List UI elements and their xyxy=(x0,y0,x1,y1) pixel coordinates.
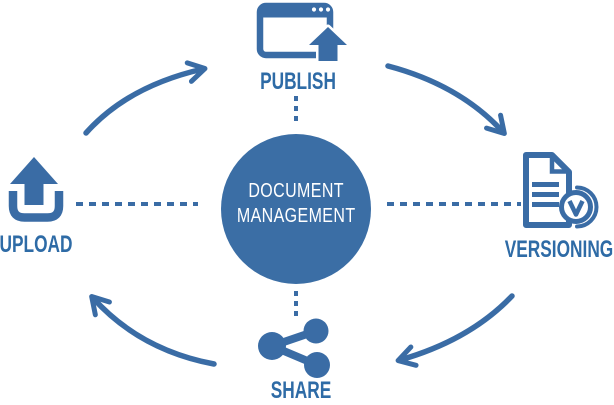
share-node xyxy=(258,332,286,360)
center-title-line2: MANAGEMENT xyxy=(236,205,356,227)
document-text-line xyxy=(532,182,559,187)
share-network-icon xyxy=(258,318,330,378)
document-text-line xyxy=(532,192,559,197)
node-label-publish: PUBLISH xyxy=(260,68,336,95)
dashed-connector-upload xyxy=(76,202,198,206)
arrow-share-to-upload xyxy=(89,294,217,367)
titlebar-dot xyxy=(325,7,331,12)
version-cycle-arc xyxy=(575,185,599,229)
titlebar-dot xyxy=(318,7,324,12)
version-badge-v-glyph xyxy=(567,200,585,217)
node-label-upload: UPLOAD xyxy=(0,231,73,258)
center-circle: DOCUMENT MANAGEMENT xyxy=(221,134,371,284)
arrow-upload-to-publish xyxy=(83,60,208,136)
arrow-publish-to-versioning xyxy=(385,63,507,136)
upload-tray-icon xyxy=(8,157,64,222)
up-arrow-shape xyxy=(306,24,350,63)
dashed-connector-publish xyxy=(294,96,298,126)
document-version-badge-icon xyxy=(523,152,599,229)
share-node xyxy=(303,318,329,344)
version-badge-circle xyxy=(559,190,593,224)
dashed-connector-share xyxy=(294,291,298,318)
browser-upload-icon xyxy=(256,2,350,63)
upload-tray-shape xyxy=(8,191,64,222)
document-text-line xyxy=(532,202,559,207)
browser-titlebar-shape xyxy=(260,6,330,18)
titlebar-dot xyxy=(311,7,317,12)
center-title: DOCUMENT MANAGEMENT xyxy=(237,179,356,229)
node-label-share: SHARE xyxy=(270,377,332,404)
center-title-line1: DOCUMENT xyxy=(248,180,344,202)
upload-arrow-shape xyxy=(10,157,58,205)
document-fold-corner xyxy=(549,156,568,174)
node-label-versioning: VERSIONING xyxy=(504,236,614,263)
arrow-versioning-to-share xyxy=(395,293,515,368)
share-node xyxy=(304,352,330,378)
dashed-connector-versioning xyxy=(387,202,521,206)
